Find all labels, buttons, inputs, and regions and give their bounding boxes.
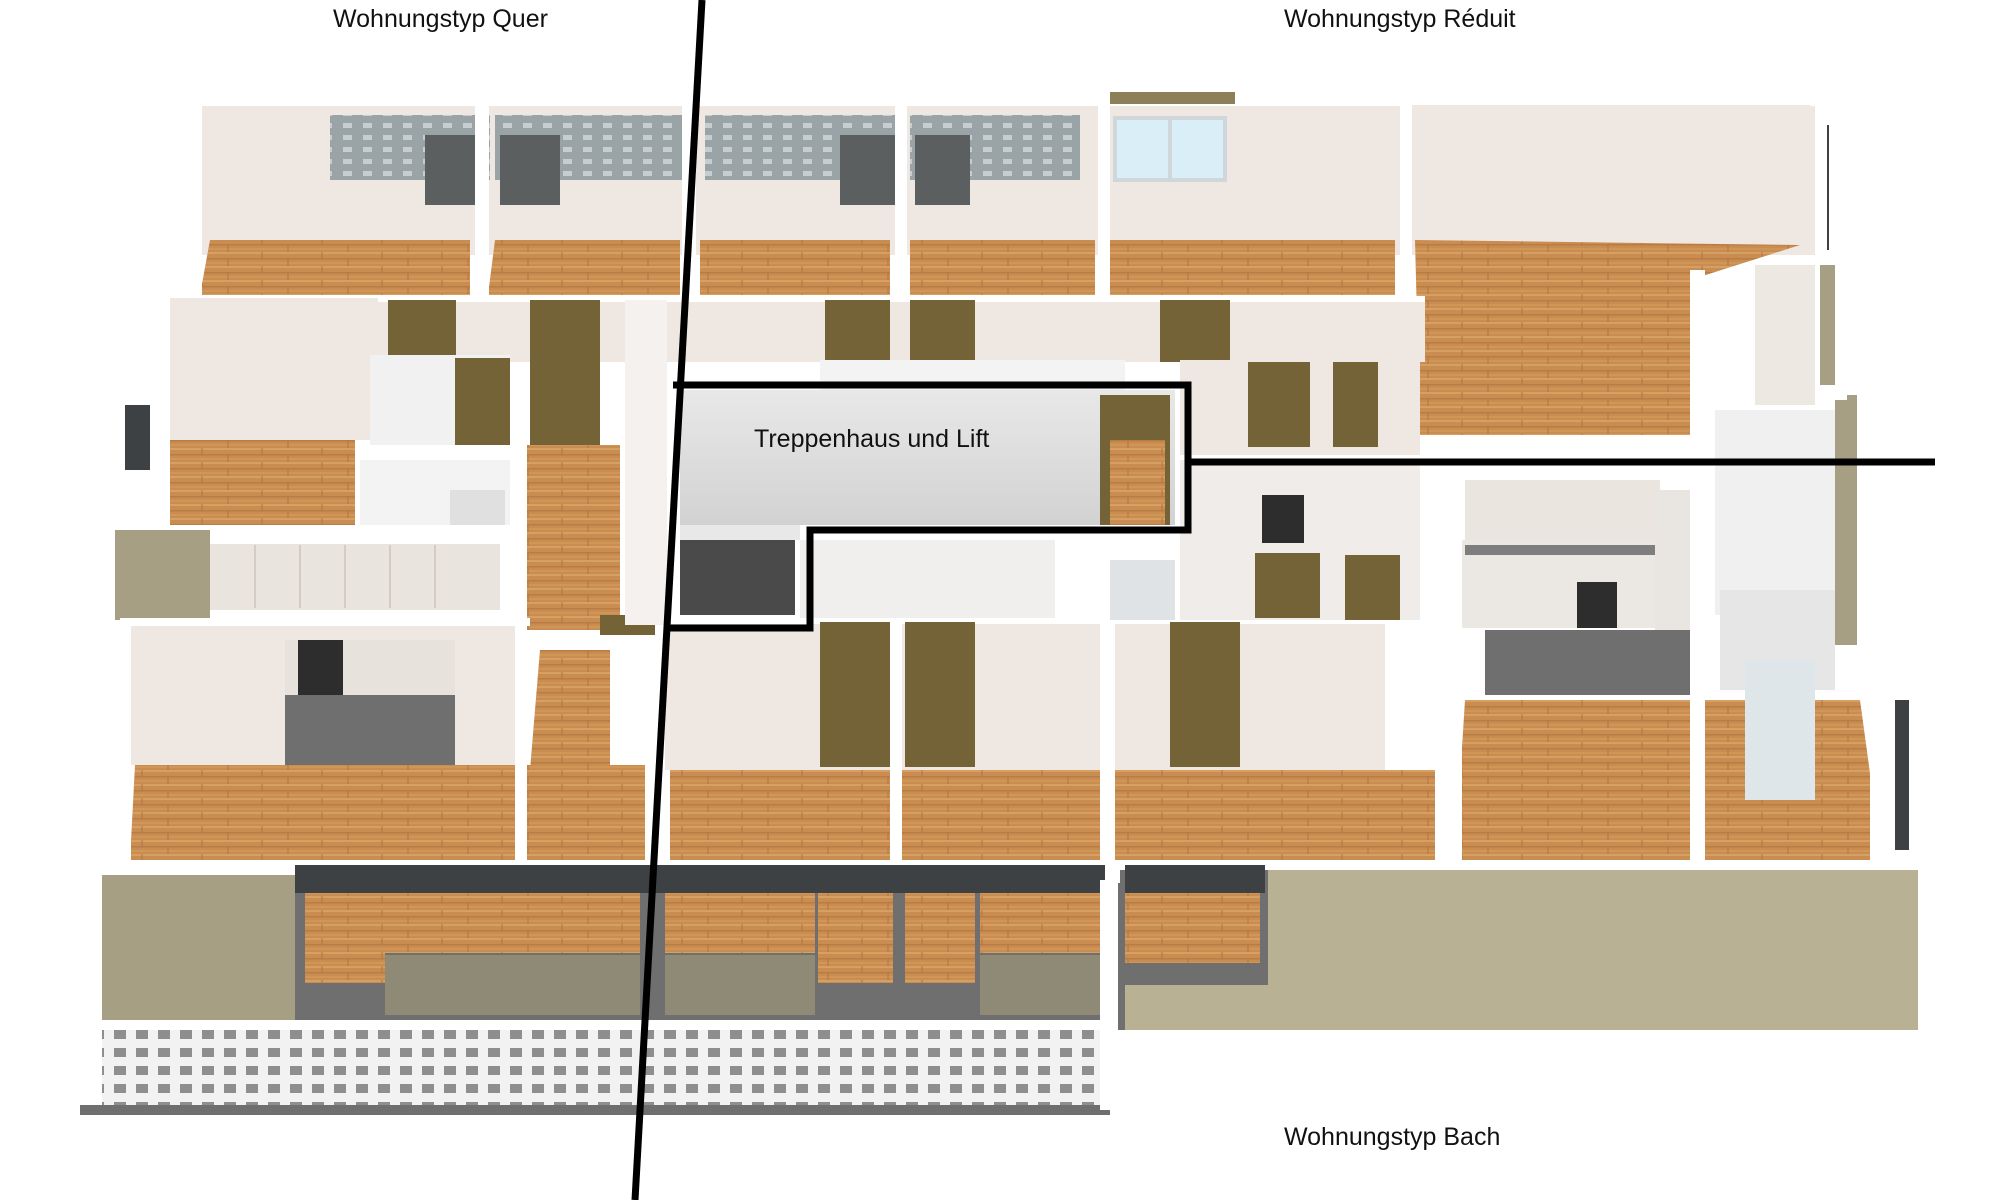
window-icon: [125, 405, 150, 470]
door-icon: [1160, 300, 1230, 362]
divider-quer: [631, 0, 706, 1200]
door-icon: [530, 300, 600, 445]
stove-icon: [298, 640, 343, 695]
label-wohnungstyp-reduit: Wohnungstyp Réduit: [1284, 5, 1516, 33]
south-balcony: [80, 865, 1918, 1110]
door-icon: [388, 300, 456, 362]
north-rooms: [175, 92, 1829, 445]
apartment-dividers: [631, 0, 1935, 1200]
door-icon: [820, 622, 890, 767]
door-icon: [825, 300, 890, 362]
label-treppenhaus-lift: Treppenhaus und Lift: [754, 425, 990, 453]
door-icon: [910, 300, 975, 362]
balustrade: [100, 1030, 1110, 1105]
door-icon: [905, 622, 975, 767]
kitchen-unit: [210, 540, 500, 610]
stove-icon: [1262, 495, 1304, 543]
divider-stair-outline: [668, 381, 1192, 632]
south-rooms: [665, 618, 1455, 865]
window-icon: [1895, 700, 1909, 850]
door-icon: [1170, 622, 1240, 767]
door-icon: [1333, 362, 1378, 447]
east-rooms: [1110, 260, 1909, 872]
door-icon: [1248, 362, 1310, 447]
staircase: [680, 360, 1175, 620]
stove-icon: [1577, 582, 1617, 628]
label-wohnungstyp-quer: Wohnungstyp Quer: [333, 5, 548, 33]
west-rooms: [115, 290, 667, 870]
kitchen-unit: [1465, 480, 1660, 540]
label-wohnungstyp-bach: Wohnungstyp Bach: [1284, 1123, 1501, 1151]
